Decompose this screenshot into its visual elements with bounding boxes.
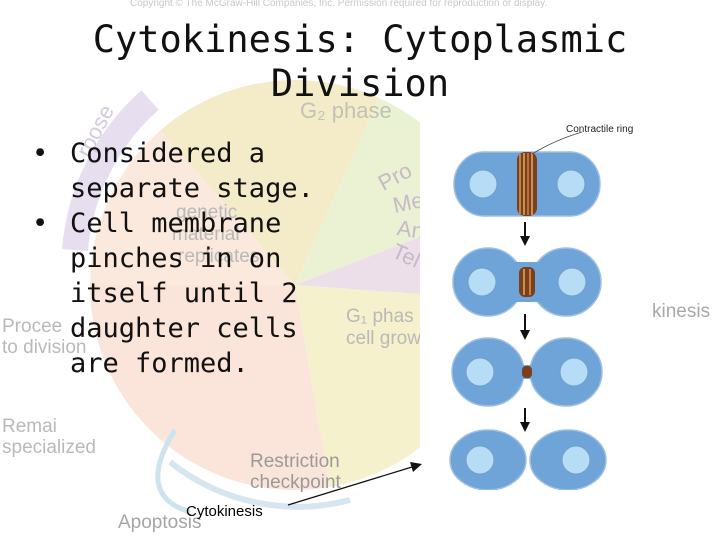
bullet-2-line-1: Cell membrane	[70, 208, 282, 239]
copyright-notice: Copyright © The McGraw-Hill Companies, I…	[130, 0, 548, 9]
nucleus	[468, 169, 498, 199]
nucleus	[467, 267, 497, 297]
nucleus	[465, 445, 495, 475]
bullet-2-line-2: pinches in on	[70, 243, 282, 274]
contractile-ring	[517, 152, 537, 216]
bg-checkpoint: checkpoint	[250, 472, 341, 493]
cytokinesis-caption: Cytokinesis	[186, 503, 263, 520]
contractile-ring	[519, 267, 535, 297]
stage-2-cell	[452, 247, 602, 317]
stage-3-cell	[451, 337, 603, 407]
bullet-marker: •	[32, 138, 49, 169]
nucleus	[557, 267, 587, 297]
bullet-1-line-1: Considered a	[70, 138, 266, 169]
stage-4-cells	[449, 429, 607, 490]
cytokinesis-figure	[420, 122, 650, 490]
bg-g1-phase: G₁ phas	[346, 306, 414, 327]
bg-remain: Remai	[2, 416, 57, 437]
bg-restriction: Restriction	[250, 451, 340, 472]
bullet-item-2: • Cell membrane pinches in on itself unt…	[32, 206, 352, 381]
title-line-1: Cytokinesis: Cytoplasmic	[92, 18, 628, 61]
bullet-2-line-5: are formed.	[70, 348, 249, 379]
label-leader-line	[531, 131, 583, 155]
pointer-arrow	[287, 462, 422, 506]
stage-1-cell	[453, 151, 601, 217]
bullet-marker: •	[32, 208, 49, 239]
contractile-ring	[522, 366, 532, 378]
bg-genetic: genetic	[176, 202, 238, 223]
bg-replicates: replicates	[178, 246, 260, 267]
nucleus	[556, 169, 586, 199]
bullet-list: • Considered a separate stage. • Cell me…	[32, 136, 352, 381]
bg-specialized: specialized	[2, 437, 96, 458]
bg-cell-growth: cell grow	[346, 328, 421, 349]
nucleus	[465, 357, 495, 387]
bg-material: material	[172, 224, 240, 245]
bg-kinesis: kinesis	[652, 301, 711, 322]
contractile-ring-label: Contractile ring	[566, 124, 634, 135]
bullet-2-line-3: itself until 2	[70, 278, 298, 309]
title-line-2: Division	[270, 62, 450, 105]
bullet-2-line-4: daughter cells	[70, 313, 298, 344]
bullet-item-1: • Considered a separate stage.	[32, 136, 352, 206]
nucleus	[561, 445, 591, 475]
bg-proceed: Procee	[2, 316, 63, 337]
nucleus	[559, 357, 589, 387]
slide-title: Cytokinesis: Cytoplasmic Division	[80, 18, 640, 106]
bg-g2-phase: G₂ phase	[300, 98, 392, 123]
bullet-1-line-2: separate stage.	[70, 173, 314, 204]
bg-apoptosis: Apoptosis	[118, 512, 202, 533]
bg-to-division: to division	[2, 337, 87, 358]
